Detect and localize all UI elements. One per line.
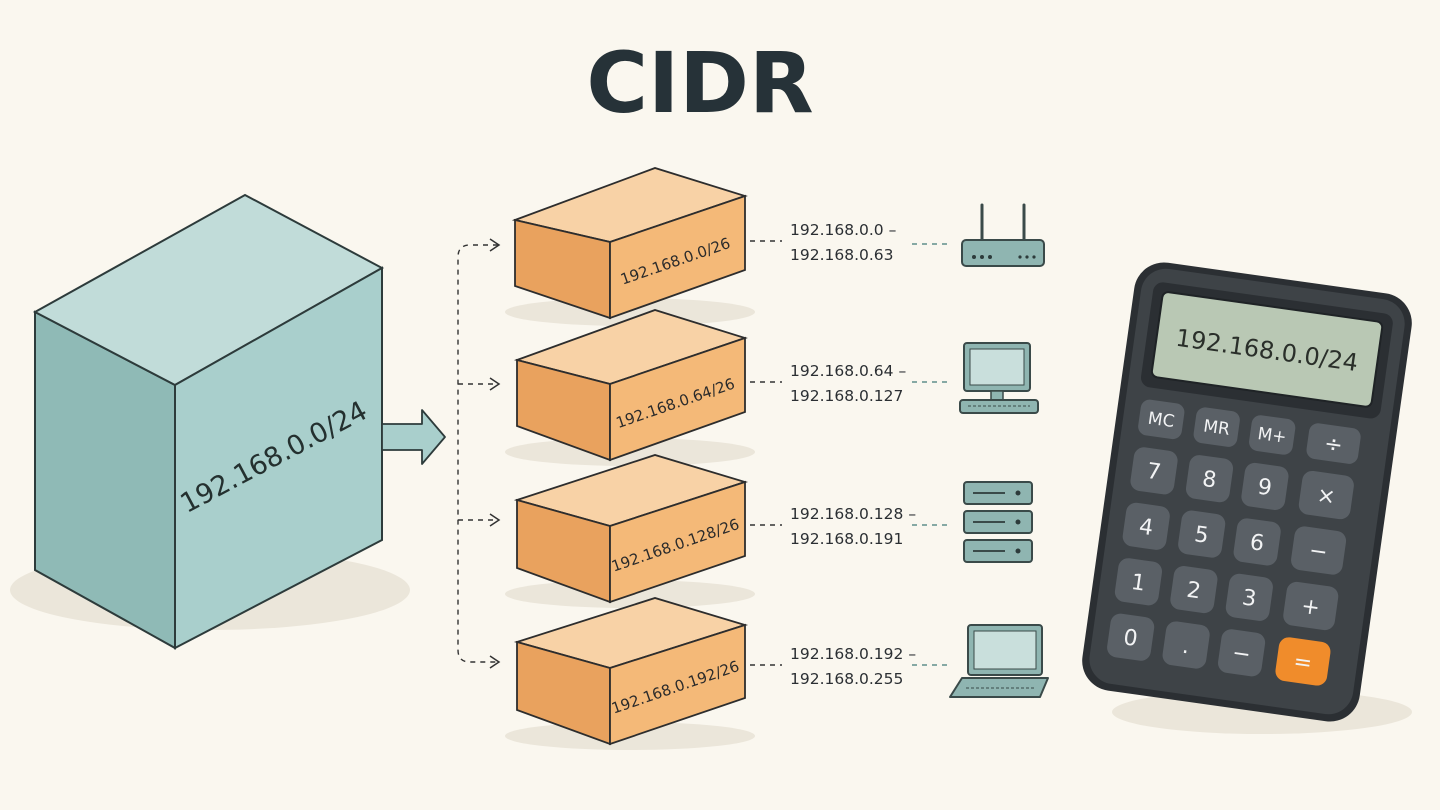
- range-end-1: 192.168.0.63: [790, 246, 894, 264]
- desktop-computer-icon: [959, 342, 1039, 414]
- calc-key-3[interactable]: 3: [1225, 573, 1275, 623]
- svg-text:7: 7: [1145, 459, 1162, 486]
- laptop-icon: [949, 624, 1049, 698]
- subnet-block-4: 192.168.0.192/26: [505, 597, 755, 750]
- range-row-3: 192.168.0.128 – 192.168.0.191: [750, 505, 950, 548]
- server-rack-icon: [963, 481, 1033, 563]
- calc-key-subtract[interactable]: −: [1290, 525, 1348, 576]
- calc-key-multiply[interactable]: ×: [1298, 470, 1356, 521]
- calc-key-negate[interactable]: −: [1217, 628, 1267, 678]
- calc-key-mplus[interactable]: M+: [1248, 414, 1297, 456]
- svg-text:+: +: [1300, 594, 1322, 621]
- split-arrow: [381, 409, 446, 465]
- calc-key-decimal[interactable]: .: [1161, 620, 1211, 670]
- svg-text:5: 5: [1193, 522, 1210, 549]
- range-start-1: 192.168.0.0 –: [790, 221, 896, 239]
- calc-key-equals[interactable]: =: [1274, 636, 1332, 687]
- range-row-1: 192.168.0.0 – 192.168.0.63: [750, 221, 950, 264]
- svg-text:×: ×: [1315, 483, 1337, 510]
- calc-key-2[interactable]: 2: [1169, 565, 1219, 615]
- calc-key-1[interactable]: 1: [1114, 557, 1164, 607]
- subnet-block-1: 192.168.0.0/26: [505, 167, 755, 326]
- svg-text:.: .: [1181, 634, 1191, 660]
- range-end-4: 192.168.0.255: [790, 670, 903, 688]
- range-row-2: 192.168.0.64 – 192.168.0.127: [750, 362, 950, 405]
- range-row-4: 192.168.0.192 – 192.168.0.255: [750, 645, 950, 688]
- branch-connectors: [457, 238, 501, 669]
- calculator-display: [1150, 291, 1384, 408]
- router-icon: [961, 203, 1045, 267]
- calc-key-mr[interactable]: MR: [1192, 406, 1241, 448]
- subnet-block-3: 192.168.0.128/26: [505, 454, 755, 608]
- calc-key-add[interactable]: +: [1282, 581, 1340, 632]
- range-end-3: 192.168.0.191: [790, 530, 903, 548]
- calc-key-7[interactable]: 7: [1129, 446, 1179, 496]
- calc-key-mc[interactable]: MC: [1137, 398, 1186, 440]
- calc-key-8[interactable]: 8: [1185, 454, 1235, 504]
- svg-text:4: 4: [1137, 514, 1154, 541]
- calc-key-5[interactable]: 5: [1177, 509, 1227, 559]
- svg-text:0: 0: [1122, 625, 1139, 652]
- svg-text:9: 9: [1256, 475, 1273, 502]
- calc-key-divide[interactable]: ÷: [1305, 422, 1362, 465]
- svg-text:=: =: [1292, 649, 1314, 676]
- svg-text:−: −: [1307, 538, 1329, 565]
- diagram-title: CIDR: [586, 34, 813, 132]
- svg-text:−: −: [1230, 641, 1252, 668]
- svg-text:8: 8: [1201, 467, 1218, 494]
- range-start-2: 192.168.0.64 –: [790, 362, 906, 380]
- range-end-2: 192.168.0.127: [790, 387, 903, 405]
- svg-text:6: 6: [1248, 530, 1265, 557]
- calc-key-0[interactable]: 0: [1106, 612, 1156, 662]
- svg-text:1: 1: [1130, 570, 1147, 597]
- svg-text:÷: ÷: [1323, 431, 1345, 458]
- calc-key-6[interactable]: 6: [1232, 517, 1282, 567]
- svg-text:2: 2: [1185, 578, 1202, 605]
- subnet-block-2: 192.168.0.64/26: [505, 309, 755, 466]
- range-start-3: 192.168.0.128 –: [790, 505, 916, 523]
- svg-text:MR: MR: [1202, 416, 1231, 440]
- calc-key-9[interactable]: 9: [1240, 462, 1290, 512]
- calc-key-4[interactable]: 4: [1121, 501, 1171, 551]
- network-block: 192.168.0.0/24: [10, 193, 410, 650]
- svg-text:M+: M+: [1256, 424, 1287, 448]
- svg-text:3: 3: [1240, 585, 1257, 612]
- calculator: 192.168.0.0/24 MC MR M+ ÷ 7 8 9 × 4 5 6 …: [1082, 262, 1412, 734]
- range-start-4: 192.168.0.192 –: [790, 645, 916, 663]
- svg-text:MC: MC: [1147, 409, 1176, 432]
